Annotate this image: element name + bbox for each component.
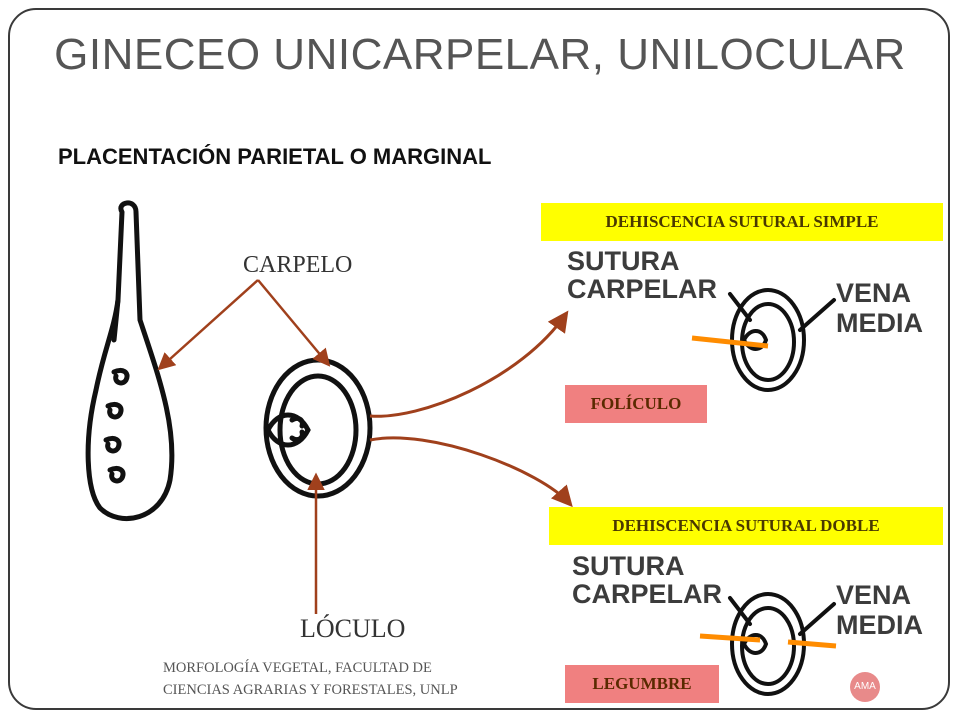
- label-sutura-line1: SUTURA: [572, 551, 685, 581]
- label-vena-line2: MEDIA: [836, 610, 923, 640]
- label-vena-media-bottom: VENA MEDIA: [836, 580, 923, 640]
- label-loculo: LÓCULO: [300, 614, 406, 643]
- box-legumbre: LEGUMBRE: [565, 665, 719, 703]
- label-sutura-carpelar-bottom: SUTURA CARPELAR: [572, 552, 722, 608]
- folicle-cross-section: [728, 288, 836, 392]
- footer-line2: CIENCIAS AGRARIAS Y FORESTALES, UNLP: [163, 682, 458, 698]
- arrow-carpelo-to-pistil: [157, 279, 259, 371]
- dehiscence-mark-doble-right: [787, 639, 837, 649]
- label-carpelo: CARPELO: [243, 252, 353, 278]
- label-sutura-line2: CARPELAR: [572, 579, 723, 609]
- ovary-cross-section: [263, 357, 373, 499]
- box-dehiscencia-doble: DEHISCENCIA SUTURAL DOBLE: [549, 507, 943, 545]
- label-sutura-carpelar-top: SUTURA CARPELAR: [567, 247, 717, 303]
- label-vena-line1: VENA: [836, 278, 912, 308]
- arrow-to-doble: [369, 436, 573, 508]
- slide-title: GINECEO UNICARPELAR, UNILOCULAR: [54, 30, 906, 79]
- slide-subtitle: PLACENTACIÓN PARIETAL O MARGINAL: [58, 144, 492, 169]
- label-vena-line2: MEDIA: [836, 308, 923, 338]
- dehiscence-mark-doble-left: [699, 633, 761, 643]
- author-badge: AMA: [850, 672, 880, 702]
- box-dehiscencia-simple: DEHISCENCIA SUTURAL SIMPLE: [541, 203, 943, 241]
- label-vena-media-top: VENA MEDIA: [836, 278, 923, 338]
- label-sutura-line1: SUTURA: [567, 246, 680, 276]
- footer-credit: MORFOLOGÍA VEGETAL, FACULTAD DE CIENCIAS…: [163, 657, 458, 701]
- label-sutura-line2: CARPELAR: [567, 274, 718, 304]
- box-foliculo: FOLÍCULO: [565, 385, 707, 423]
- label-vena-line1: VENA: [836, 580, 912, 610]
- pistil-drawing: [85, 200, 175, 522]
- dehiscence-mark-simple: [691, 335, 769, 349]
- arrow-carpelo-to-ovary: [257, 279, 331, 367]
- footer-line1: MORFOLOGÍA VEGETAL, FACULTAD DE: [163, 660, 432, 676]
- arrow-to-simple: [369, 310, 569, 418]
- slide-frame: [8, 8, 950, 710]
